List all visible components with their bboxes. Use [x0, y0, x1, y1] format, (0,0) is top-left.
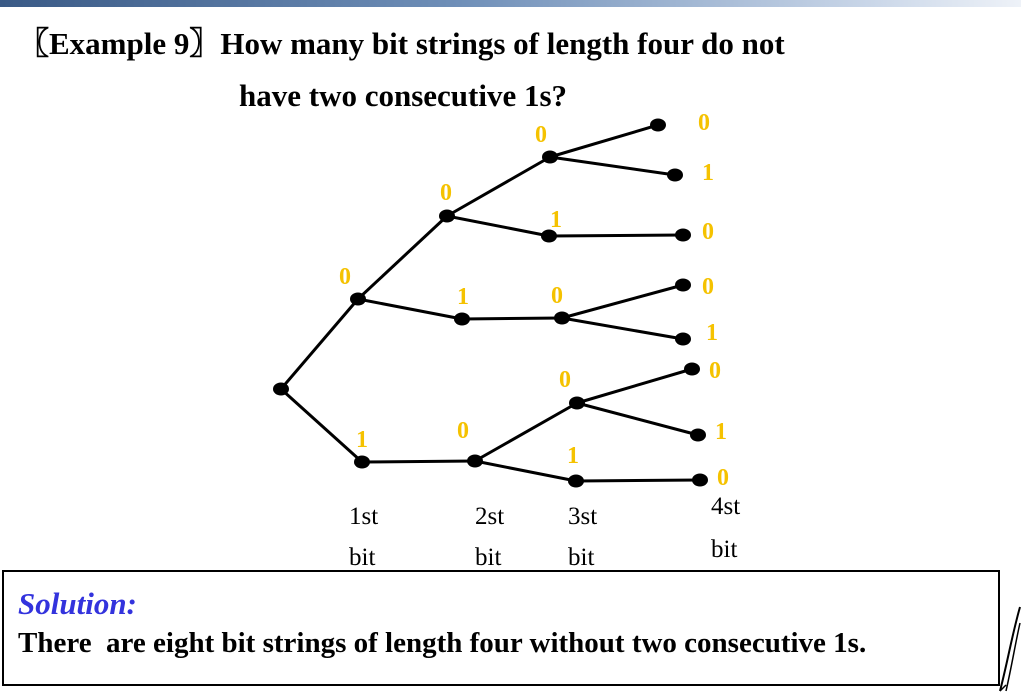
tree-leaf-0000 — [650, 118, 666, 132]
bit-label-2st: 2st — [475, 503, 505, 530]
edge-n10-n101 — [474, 459, 577, 483]
edge-n100-leaf-1001 — [576, 401, 699, 437]
edge-n1-n10 — [361, 459, 476, 464]
tree-node-10 — [467, 454, 483, 468]
bit-label-4st-bit: bit — [711, 536, 738, 563]
edge-n10-n100 — [474, 401, 578, 463]
example-title-line-2: have two consecutive 1s? — [239, 78, 568, 113]
tree-leaf-0101 — [675, 332, 691, 346]
edge-label: 0 — [717, 465, 729, 491]
tree-node-001 — [541, 229, 557, 243]
tree-leaf-0010 — [675, 228, 691, 242]
bit-label-3st: 3st — [568, 503, 598, 530]
edge-label: 1 — [550, 207, 562, 233]
edge-n000-leaf-0001 — [549, 155, 676, 177]
tree-node-0 — [350, 292, 366, 306]
solution-box: Solution: There are eight bit strings of… — [2, 570, 1000, 686]
bit-label-1st-bit: bit — [349, 544, 376, 571]
edge-n100-leaf-1000 — [576, 367, 693, 405]
tree-leaf-1000 — [684, 362, 700, 376]
tree-edges — [279, 123, 701, 483]
edge-n010-leaf-0101 — [561, 316, 684, 341]
edge-label: 0 — [702, 274, 714, 300]
edge-n00-n000 — [446, 155, 551, 218]
edge-label: 0 — [535, 122, 547, 148]
edge-n101-leaf-1010 — [575, 478, 701, 483]
edge-label: 0 — [702, 219, 714, 245]
tree-node-100 — [569, 396, 585, 410]
page-curl-icon — [999, 606, 1021, 692]
tree-leaf-0001 — [667, 168, 683, 182]
edge-label: 1 — [356, 427, 368, 453]
edge-label: 1 — [702, 160, 714, 186]
edge-n001-leaf-0010 — [548, 233, 684, 238]
bit-label-3st-bit: bit — [568, 544, 595, 571]
edge-label: 0 — [440, 180, 452, 206]
edge-label: 1 — [706, 320, 718, 346]
edge-n0-n00 — [356, 214, 449, 301]
tree-node-101 — [568, 474, 584, 488]
bit-label-2st-bit: bit — [475, 544, 502, 571]
edge-label: 1 — [457, 284, 469, 310]
edge-root-n0 — [279, 298, 360, 390]
edge-n01-n010 — [461, 316, 563, 321]
tree-edge-labels: 0 1 0 1 0 1 0 0 0 1 0 1 0 0 1 0 1 0 — [339, 110, 729, 491]
solution-text: There are eight bit strings of length fo… — [18, 627, 867, 659]
bit-label-4st: 4st — [711, 493, 741, 520]
tree-nodes — [273, 118, 708, 488]
top-accent-bar — [0, 0, 1021, 7]
tree-leaf-0100 — [675, 278, 691, 292]
bit-label-1st: 1st — [349, 503, 379, 530]
edge-n010-leaf-0100 — [561, 283, 684, 320]
tree-leaf-1001 — [690, 428, 706, 442]
example-title-line-1: 〖Example 9〗How many bit strings of lengt… — [18, 26, 785, 61]
tree-node-01 — [454, 312, 470, 326]
edge-label: 0 — [559, 367, 571, 393]
edge-label: 0 — [698, 110, 710, 136]
edge-label: 0 — [457, 418, 469, 444]
tree-leaf-1010 — [692, 473, 708, 487]
tree-node-010 — [554, 311, 570, 325]
tree-node-00 — [439, 209, 455, 223]
solution-heading: Solution: — [18, 586, 137, 621]
edge-n00-n001 — [446, 214, 550, 238]
tree-node-1 — [354, 455, 370, 469]
edge-label: 0 — [551, 283, 563, 309]
tree-node-000 — [542, 150, 558, 164]
edge-n0-n01 — [357, 297, 463, 321]
edge-label: 1 — [715, 419, 727, 445]
edge-n000-leaf-0000 — [549, 123, 659, 159]
edge-label: 1 — [567, 443, 579, 469]
edge-root-n1 — [279, 387, 364, 464]
edge-label: 0 — [709, 358, 721, 384]
edge-label: 0 — [339, 264, 351, 290]
tree-node-root — [273, 382, 289, 396]
